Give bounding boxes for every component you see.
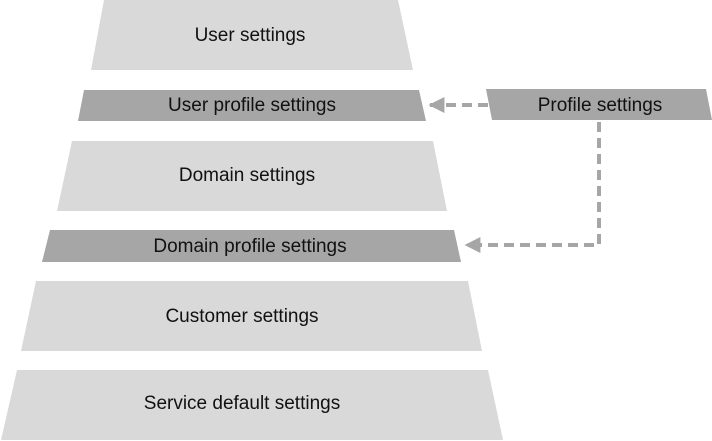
- layer-service-default-settings-label: Service default settings: [144, 393, 340, 414]
- layer-domain-profile-settings: Domain profile settings: [42, 230, 461, 262]
- profile-settings-box: Profile settings: [486, 89, 712, 120]
- layer-domain-profile-settings-label: Domain profile settings: [153, 236, 346, 257]
- layer-domain-settings: Domain settings: [57, 141, 447, 211]
- layer-domain-profile-settings-shape: [42, 230, 461, 262]
- layer-user-profile-settings: User profile settings: [78, 90, 426, 121]
- layer-user-settings: User settings: [91, 0, 413, 70]
- profile-settings-label: Profile settings: [538, 95, 663, 116]
- layer-customer-settings-label: Customer settings: [165, 306, 318, 327]
- layer-customer-settings: Customer settings: [21, 281, 482, 351]
- profile-settings-box-shape: [486, 89, 712, 120]
- layer-customer-settings-shape: [21, 281, 482, 351]
- layer-user-settings-label: User settings: [195, 25, 306, 46]
- layer-user-profile-settings-shape: [78, 90, 426, 121]
- arrow-to-domain-profile-settings: [464, 122, 601, 253]
- layer-domain-settings-label: Domain settings: [179, 165, 315, 186]
- layer-service-default-settings: Service default settings: [1, 370, 503, 440]
- layer-domain-settings-shape: [57, 141, 447, 211]
- layer-user-settings-shape: [91, 0, 413, 70]
- layer-user-profile-settings-label: User profile settings: [168, 95, 336, 116]
- layer-service-default-settings-shape: [1, 370, 503, 440]
